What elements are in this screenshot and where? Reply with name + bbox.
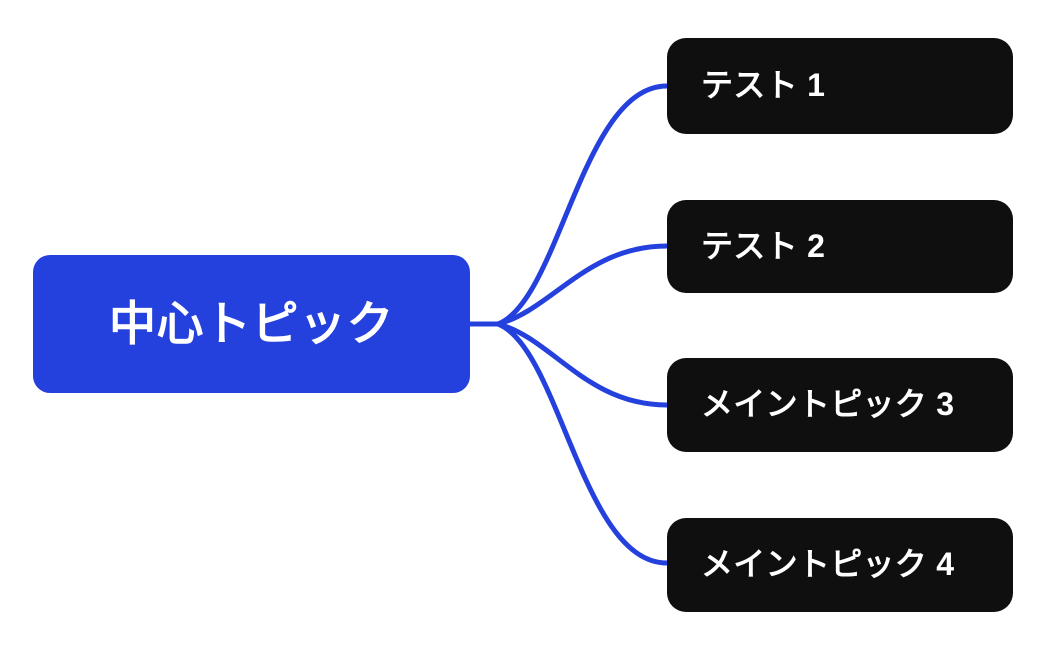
branch-node-3[interactable]: メイントピック 3 (667, 358, 1013, 452)
central-topic-label: 中心トピック (109, 297, 394, 351)
central-topic-node[interactable]: 中心トピック (33, 255, 470, 393)
branch-node-2-label: テスト 2 (701, 227, 826, 264)
branch-node-2[interactable]: テスト 2 (667, 200, 1013, 293)
connector-branch-3 (495, 321, 670, 408)
branch-node-4-label: メイントピック 4 (701, 546, 955, 583)
branch-node-4[interactable]: メイントピック 4 (667, 518, 1013, 612)
connector-branch-1 (495, 83, 670, 327)
branch-node-1-label: テスト 1 (701, 67, 826, 104)
connector-branch-4 (495, 321, 670, 566)
connector-branch-2 (495, 243, 670, 327)
branch-node-3-label: メイントピック 3 (701, 386, 955, 423)
branch-node-1[interactable]: テスト 1 (667, 38, 1013, 134)
